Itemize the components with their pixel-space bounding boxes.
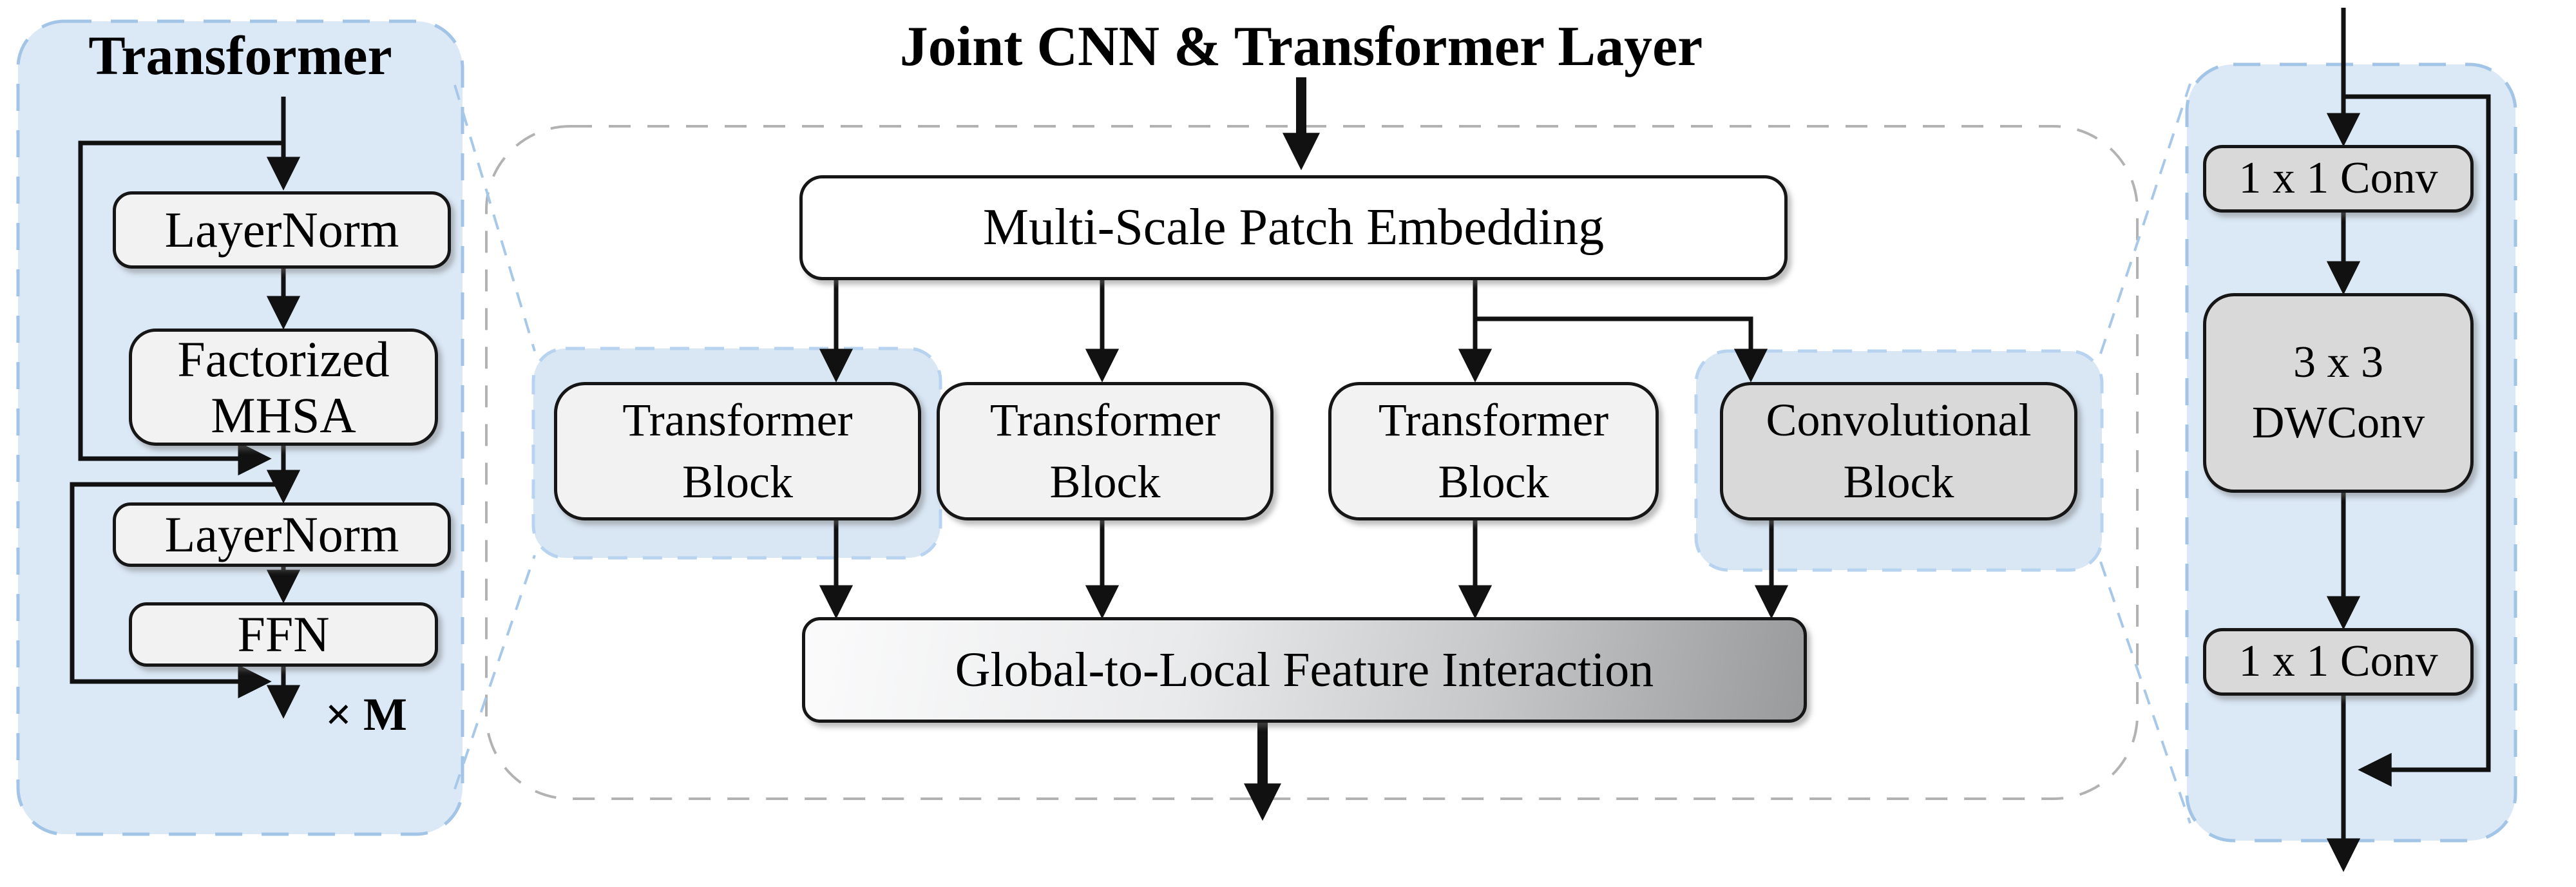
transformer-block-1: Transformer Block: [554, 382, 921, 520]
conv1x1-box-1: 1 x 1 Conv: [2203, 145, 2474, 213]
conv1x1-label-2: 1 x 1 Conv: [2238, 636, 2438, 687]
layernorm1-box: LayerNorm: [113, 191, 451, 269]
dwconv-box: 3 x 3 DWConv: [2203, 293, 2474, 493]
layernorm2-label: LayerNorm: [164, 506, 399, 562]
connector-left-bottom: [453, 555, 536, 790]
block-label-line: Block: [682, 455, 793, 508]
left-skip2: [70, 482, 283, 699]
block-label-line: Convolutional: [1766, 394, 2032, 446]
block-label-line: Block: [1843, 455, 1954, 508]
connector-left-top: [453, 84, 536, 352]
center-title: Joint CNN & Transformer Layer: [899, 15, 1703, 78]
block-label-line: Transformer: [622, 394, 853, 446]
layernorm2-box: LayerNorm: [113, 502, 451, 567]
repeat-m-label: × M: [325, 689, 407, 740]
left-skip1: [78, 140, 283, 476]
block-label-line: Transformer: [1378, 394, 1609, 446]
connector-right-top: [2099, 83, 2191, 354]
patch-embedding-label: Multi-Scale Patch Embedding: [982, 198, 1605, 256]
wire-embed-convblock: [1475, 316, 1768, 383]
conv1x1-label-1: 1 x 1 Conv: [2238, 153, 2438, 204]
block-label-line: Transformer: [989, 394, 1221, 446]
ffn-label: FFN: [237, 606, 330, 662]
convolutional-block: Convolutional Block: [1720, 382, 2077, 520]
ffn-box: FFN: [129, 602, 438, 667]
interaction-box: Global-to-Local Feature Interaction: [802, 617, 1807, 723]
right-skip: [2343, 94, 2491, 787]
conv1x1-box-2: 1 x 1 Conv: [2203, 628, 2474, 696]
transformer-block-3: Transformer Block: [1328, 382, 1659, 520]
mhsa-label-line1: Factorized: [177, 330, 390, 387]
interaction-label: Global-to-Local Feature Interaction: [955, 642, 1654, 697]
mhsa-label-line2: MHSA: [211, 387, 356, 443]
block-label-line: Block: [1049, 455, 1161, 508]
joint-layer-container: [485, 125, 2139, 800]
left-panel-title: Transformer: [88, 24, 392, 86]
transformer-block-2: Transformer Block: [937, 382, 1274, 520]
dwconv-label-line1: 3 x 3: [2293, 337, 2383, 387]
factorized-mhsa-box: Factorized MHSA: [129, 329, 438, 446]
patch-embedding-box: Multi-Scale Patch Embedding: [799, 175, 1788, 280]
layernorm1-label: LayerNorm: [164, 201, 399, 258]
dwconv-label-line2: DWConv: [2251, 398, 2425, 448]
connector-right-bottom: [2099, 561, 2191, 824]
block-label-line: Block: [1438, 455, 1549, 508]
